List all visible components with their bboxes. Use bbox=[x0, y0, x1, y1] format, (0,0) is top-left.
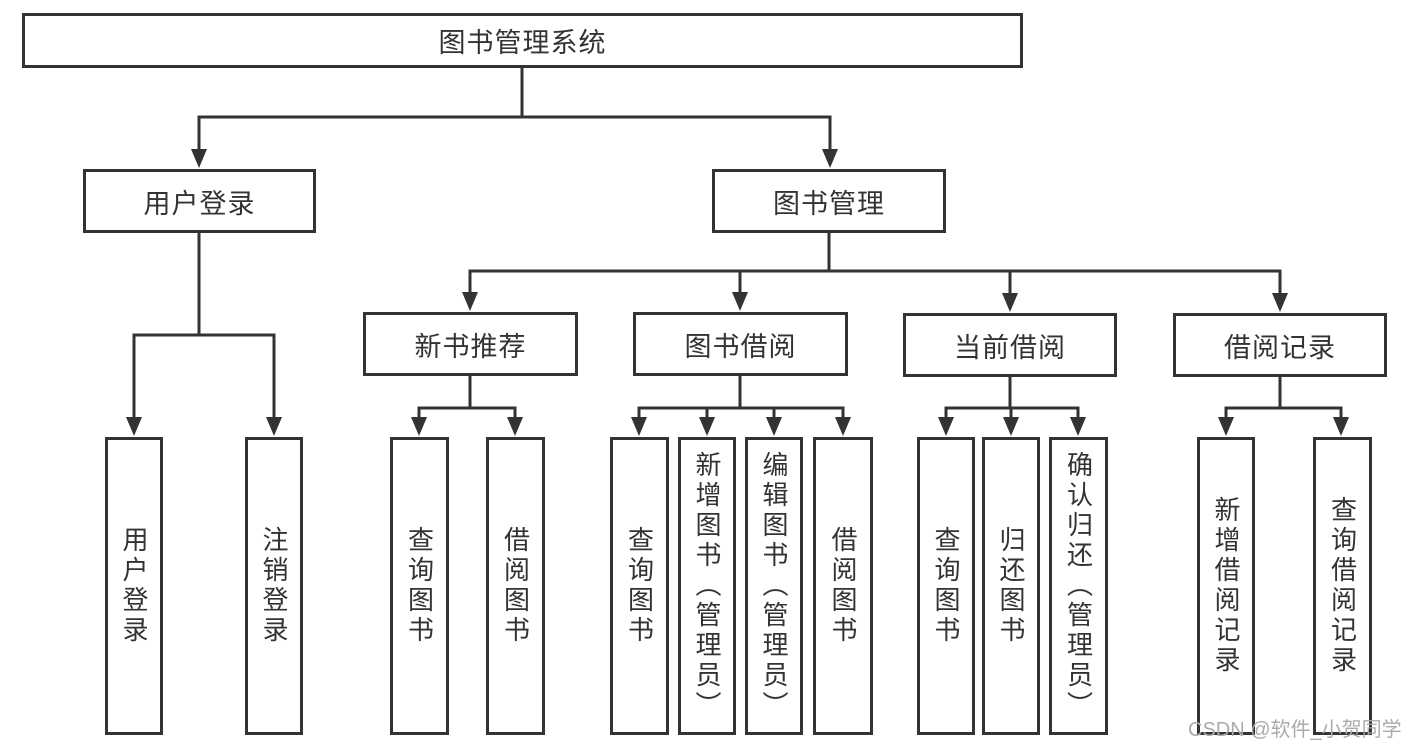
node-borrow-records: 借阅记录 bbox=[1173, 313, 1387, 377]
leaf-add-book-admin-label: 新增图书（管理员） bbox=[692, 451, 722, 721]
leaf-confirm-return-admin: 确认归还（管理员） bbox=[1049, 437, 1108, 735]
leaf-user-login: 用户登录 bbox=[105, 437, 163, 735]
leaf-query-borrow-record: 查询借阅记录 bbox=[1313, 437, 1372, 735]
node-new-book-recommend-label: 新书推荐 bbox=[414, 331, 527, 362]
leaf-recommend-borrow-books: 借阅图书 bbox=[486, 437, 545, 735]
leaf-return-books-label: 归还图书 bbox=[996, 526, 1026, 646]
leaf-edit-book-admin-label: 编辑图书（管理员） bbox=[759, 451, 789, 721]
node-current-borrow-label: 当前借阅 bbox=[954, 332, 1066, 363]
node-root-label: 图书管理系统 bbox=[438, 28, 607, 58]
leaf-borrow-books: 借阅图书 bbox=[813, 437, 873, 735]
leaf-recommend-query-books: 查询图书 bbox=[390, 437, 449, 735]
node-book-borrow: 图书借阅 bbox=[633, 312, 848, 376]
leaf-add-book-admin: 新增图书（管理员） bbox=[678, 437, 736, 735]
node-user-login: 用户登录 bbox=[83, 169, 316, 233]
leaf-recommend-query-books-label: 查询图书 bbox=[404, 526, 435, 646]
node-borrow-records-label: 借阅记录 bbox=[1224, 332, 1336, 363]
leaf-edit-book-admin: 编辑图书（管理员） bbox=[745, 437, 803, 735]
leaf-borrow-books-label: 借阅图书 bbox=[828, 526, 858, 646]
leaf-borrow-query-books: 查询图书 bbox=[610, 437, 669, 735]
leaf-query-borrow-record-label: 查询借阅记录 bbox=[1327, 496, 1358, 676]
csdn-watermark: CSDN @软件_小贺同学 bbox=[1188, 719, 1402, 741]
leaf-borrow-query-books-label: 查询图书 bbox=[624, 526, 655, 646]
node-book-borrow-label: 图书借阅 bbox=[684, 331, 797, 362]
node-book-management: 图书管理 bbox=[712, 169, 946, 233]
leaf-add-borrow-record: 新增借阅记录 bbox=[1197, 437, 1255, 735]
leaf-current-query-books-label: 查询图书 bbox=[931, 526, 961, 646]
node-current-borrow: 当前借阅 bbox=[903, 313, 1117, 377]
node-new-book-recommend: 新书推荐 bbox=[363, 312, 578, 376]
node-user-login-label: 用户登录 bbox=[143, 188, 256, 219]
leaf-add-borrow-record-label: 新增借阅记录 bbox=[1211, 496, 1241, 676]
node-root-system: 图书管理系统 bbox=[22, 13, 1023, 68]
leaf-recommend-borrow-books-label: 借阅图书 bbox=[500, 526, 531, 646]
leaf-user-login-label: 用户登录 bbox=[119, 526, 149, 646]
leaf-confirm-return-admin-label: 确认归还（管理员） bbox=[1063, 451, 1094, 721]
leaf-logout: 注销登录 bbox=[245, 437, 303, 735]
leaf-logout-label: 注销登录 bbox=[259, 526, 289, 646]
leaf-current-query-books: 查询图书 bbox=[917, 437, 975, 735]
leaf-return-books: 归还图书 bbox=[982, 437, 1040, 735]
node-book-management-label: 图书管理 bbox=[773, 188, 885, 219]
